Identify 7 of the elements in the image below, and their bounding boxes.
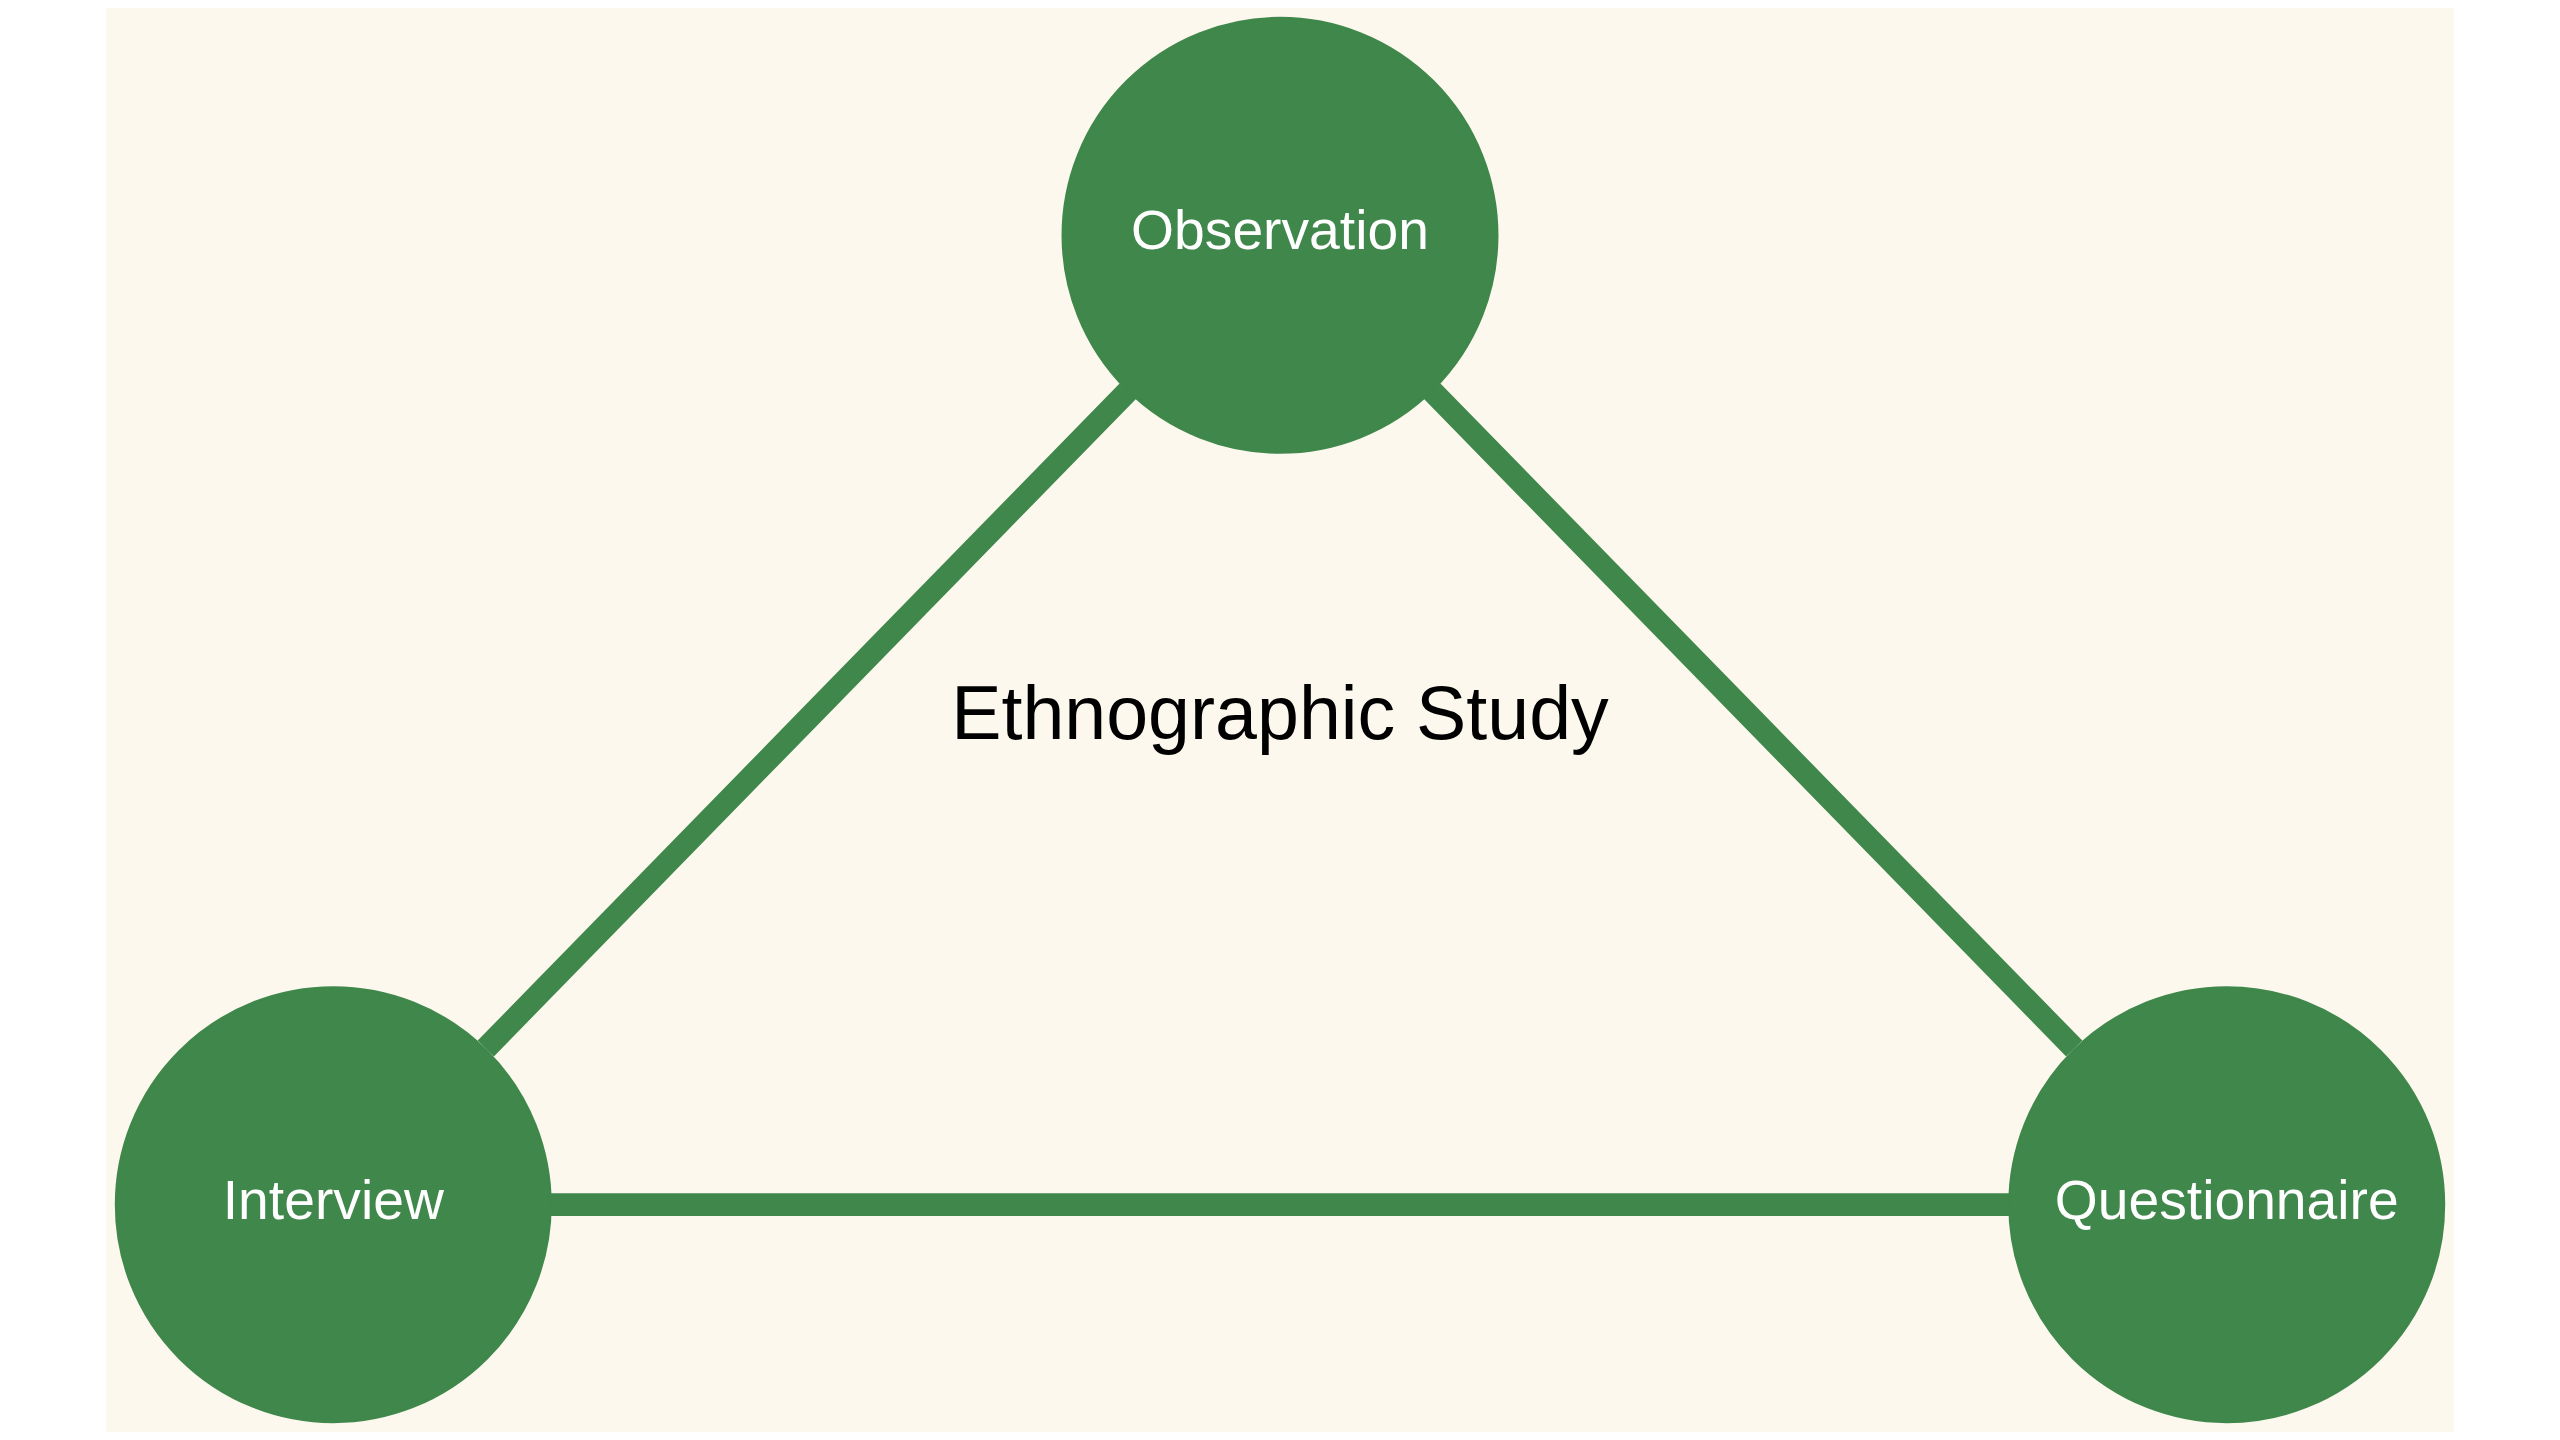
connector xyxy=(1424,383,2083,1057)
node-circle: Questionnaire xyxy=(2008,986,2446,1424)
node-circle: Interview xyxy=(114,986,552,1424)
connector xyxy=(477,383,1136,1057)
node-circle: Observation xyxy=(1061,16,1499,454)
connector xyxy=(550,1193,2010,1216)
label: Ethnographic Study xyxy=(951,670,1609,755)
